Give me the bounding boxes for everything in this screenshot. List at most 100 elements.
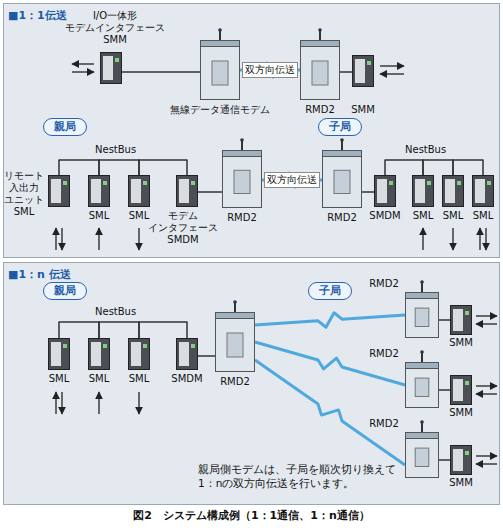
module-lamp — [457, 181, 461, 185]
device-label: SML — [438, 210, 468, 222]
module-illustration — [450, 305, 472, 335]
radio-modem: 無線データ通信モデム — [200, 40, 240, 100]
io-module: SMDM — [176, 338, 198, 370]
radio-link — [255, 342, 405, 385]
module-lamp — [367, 61, 371, 65]
module-face — [453, 309, 463, 331]
station-label: 親局 — [54, 284, 76, 298]
modem-front — [334, 170, 350, 193]
device-label: RMD2 — [295, 104, 345, 116]
device-label: SML — [468, 210, 498, 222]
modem-front — [212, 61, 228, 85]
antenna-tip — [420, 280, 424, 284]
io-module: SMDM — [374, 175, 396, 207]
radio-modem: RMD2 — [222, 150, 262, 208]
device-label: RMD2 — [210, 376, 260, 388]
io-module: SMM — [450, 445, 472, 475]
device-label: 無線データ通信モデム — [160, 104, 280, 116]
signal-arrow — [380, 65, 404, 66]
module-face — [453, 449, 463, 471]
io-module: SML — [472, 175, 494, 207]
module-body — [451, 446, 472, 475]
note-text: 親局側モデムは、子局を順次切り換えて 1：nの双方向伝送を行います。 — [198, 462, 398, 490]
module-face — [131, 179, 141, 203]
cable-line — [122, 71, 200, 73]
device-label: SMM — [441, 407, 481, 419]
radio-modem: RMD2 — [322, 150, 362, 208]
module-face — [415, 179, 425, 203]
signal-arrow — [138, 228, 139, 250]
module-body — [413, 176, 434, 207]
io-module: SML — [48, 338, 70, 370]
modem-illustration — [200, 40, 240, 100]
cable-line — [198, 191, 222, 193]
cable-line — [340, 71, 352, 73]
module-face — [475, 179, 485, 203]
module-illustration — [450, 375, 472, 405]
device-label: I/O一体形 モデムインタフェース SMM — [60, 10, 170, 46]
module-illustration — [472, 175, 494, 207]
device-label: RMD2 — [366, 418, 402, 430]
module-face — [355, 59, 365, 83]
module-lamp — [427, 181, 431, 185]
module-body — [101, 53, 122, 84]
module-lamp — [143, 344, 147, 348]
io-module: SMM — [450, 375, 472, 405]
module-face — [453, 379, 463, 401]
antenna-tip — [340, 138, 344, 142]
module-lamp — [487, 181, 491, 185]
module-face — [445, 179, 455, 203]
nestbus-line — [385, 160, 423, 175]
modem-body — [406, 293, 439, 338]
modem-body — [301, 41, 340, 100]
antenna-tip — [420, 420, 424, 424]
link-label: 双方向伝送 — [264, 172, 320, 188]
station-badge: 子局 — [308, 282, 352, 300]
module-face — [51, 179, 61, 203]
panel-title: ■1：1伝送 — [8, 9, 67, 23]
module-lamp — [103, 181, 107, 185]
modem-illustration — [222, 150, 262, 208]
signal-arrow — [485, 228, 486, 250]
modem-cap — [406, 433, 439, 439]
device-label: SML — [124, 373, 154, 385]
nestbus-line — [139, 160, 187, 175]
module-illustration — [128, 338, 150, 370]
io-module: I/O一体形 モデムインタフェース SMM — [100, 52, 122, 84]
modem-body — [323, 151, 362, 208]
module-body — [49, 176, 70, 207]
modem-body — [406, 363, 439, 408]
nestbus-line — [99, 322, 139, 338]
module-lamp — [191, 181, 195, 185]
device-label: SML — [124, 210, 154, 222]
module-body — [353, 56, 374, 87]
module-illustration — [88, 175, 110, 207]
device-label: SML — [44, 373, 74, 385]
radio-modem: RMD2 — [215, 312, 255, 372]
modem-illustration — [215, 312, 255, 372]
modem-illustration — [300, 40, 340, 100]
radio-modem: RMD2 — [405, 432, 439, 478]
bus-label: NestBus — [95, 144, 136, 156]
module-lamp — [465, 381, 469, 385]
module-lamp — [191, 344, 195, 348]
signal-arrow — [61, 392, 62, 414]
signal-arrow — [138, 392, 139, 414]
module-face — [103, 56, 113, 80]
signal-arrow — [476, 393, 497, 394]
modem-body — [223, 151, 262, 208]
signal-arrow — [476, 323, 497, 324]
module-body — [473, 176, 494, 207]
antenna-tip — [218, 28, 222, 32]
panel-ground — [3, 3, 500, 258]
device-label: SMM — [345, 104, 381, 116]
panel-title: ■1：n 伝送 — [8, 268, 71, 282]
radio-modem: RMD2 — [405, 362, 439, 408]
modem-cap — [301, 41, 340, 47]
modem-body — [201, 41, 240, 100]
modem-front — [227, 333, 243, 357]
modem-cap — [216, 313, 255, 319]
modem-cap — [406, 293, 439, 299]
module-face — [179, 342, 189, 366]
module-body — [375, 176, 396, 207]
